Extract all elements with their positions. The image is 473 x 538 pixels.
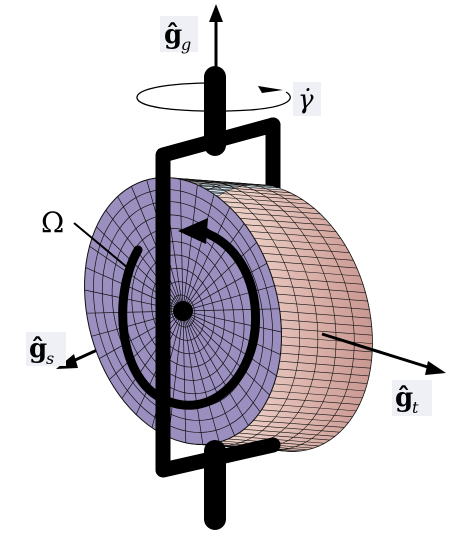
rotor-rim-line	[274, 383, 366, 392]
rotor-rim-line	[269, 268, 361, 277]
gimbal-rate-label: γ̇	[298, 85, 314, 115]
rotor-rim-line	[187, 180, 279, 189]
rotor-rim-line	[253, 420, 345, 428]
rotor-rim-line	[280, 319, 372, 327]
rotor-face-spoke	[184, 207, 231, 307]
rotor-rim-line	[280, 352, 372, 361]
rotor-face-spoke	[185, 314, 261, 413]
rotor-face-spoke	[186, 311, 282, 333]
lower-shaft	[204, 440, 226, 530]
rotor-rim-line	[238, 432, 330, 441]
rotor-rim-line	[272, 277, 364, 285]
rotor-rim-line	[205, 188, 297, 197]
rotor-rim-line	[278, 368, 370, 377]
gimbal-axis-arrowhead	[209, 4, 223, 22]
spin-axis-label: ĝ	[29, 334, 47, 364]
gimbal-rate-arrowhead	[258, 86, 283, 93]
spin-axis-subscript: s	[46, 349, 54, 368]
rotor-rim-line	[278, 302, 370, 310]
rotor-rim-ring	[153, 180, 319, 448]
rotor-face-spoke	[185, 315, 249, 426]
rotor-rim-ring	[135, 178, 300, 447]
rotor-rim-line	[265, 260, 357, 269]
rotor-rim-line	[268, 397, 360, 405]
rotor-rim-line	[274, 285, 366, 293]
spin-axis-label-box	[26, 332, 66, 366]
rotor-face-spoke	[185, 223, 245, 308]
rotor-rim-line	[281, 336, 373, 344]
rotor-spin-arrowhead	[178, 218, 208, 244]
rotor-rim-line	[281, 327, 373, 336]
rotor-rim-line	[248, 424, 340, 433]
rotor-face-spoke	[183, 194, 215, 307]
transverse-axis-arrow	[321, 332, 435, 371]
rotor-rim-line	[257, 415, 349, 423]
rotor-face-spoke	[168, 316, 183, 438]
rotor-rim-line	[276, 293, 368, 302]
rotor-rim-line	[211, 192, 303, 201]
rotor-face-spoke	[182, 316, 187, 443]
gimbal-axis-label-box	[160, 16, 198, 52]
transverse-axis-label: ĝ	[395, 383, 413, 413]
rotor-rim-line	[234, 212, 326, 220]
transverse-axis-arrowhead	[425, 361, 446, 375]
gimbal-rate-ellipse	[136, 82, 291, 112]
rotor-rim-line	[223, 201, 315, 209]
rotor-spin-arrow	[118, 225, 261, 410]
rotor-rim-line	[271, 390, 363, 399]
rotor-rim-line	[258, 245, 350, 253]
rotor-rim-line	[281, 344, 373, 353]
rotor-face-spoke	[186, 313, 277, 377]
rotor-rim-line	[249, 231, 341, 239]
rotor-face-spoke	[121, 314, 181, 399]
rotor-rim-line	[265, 403, 357, 412]
rotor-face-spoke	[184, 316, 220, 443]
rotor-rim-line	[233, 435, 325, 444]
rotor-face-spoke	[186, 314, 270, 396]
rotor-face-spoke	[184, 315, 235, 436]
rotor-rim-line	[254, 238, 346, 246]
rotor-rim-line	[261, 409, 353, 418]
rotor-rim-line	[245, 224, 337, 232]
rotor-rim-line	[243, 429, 335, 437]
rotor-rim-line	[279, 310, 371, 319]
rotor-face-spoke	[185, 242, 257, 309]
rotor-face-spoke	[186, 262, 268, 310]
gimbal-rate-label-box	[293, 82, 321, 116]
gimbal-axis-label: ĝ	[164, 20, 182, 50]
transverse-axis-subscript: t	[412, 398, 419, 417]
rotor-face-spoke	[183, 316, 204, 445]
rotor-speed-label: Ω	[41, 206, 64, 239]
rotor-hub	[173, 301, 193, 321]
rotor-rim-line	[276, 376, 368, 384]
rotor-face-spoke	[179, 179, 184, 306]
rotor-rim-line	[262, 252, 354, 261]
rotor-face-spoke	[186, 312, 281, 355]
rotor-face-spoke	[183, 184, 198, 306]
rotor-rim-ring	[171, 181, 337, 449]
gimbal-axis-subscript: g	[181, 35, 191, 54]
rotor-rim-line	[217, 196, 309, 205]
rotor-rim-line	[279, 360, 371, 369]
rotor-rim-line	[193, 182, 285, 191]
rotor-rim-line	[229, 206, 321, 215]
rotor-rim-line	[239, 218, 332, 226]
rotor-speed-pointer	[73, 222, 129, 269]
rotor-face-spoke	[186, 308, 280, 312]
transverse-axis-label-box	[392, 380, 432, 416]
rotor-face-spoke	[186, 285, 275, 311]
rotor-rim-ring	[190, 182, 355, 451]
